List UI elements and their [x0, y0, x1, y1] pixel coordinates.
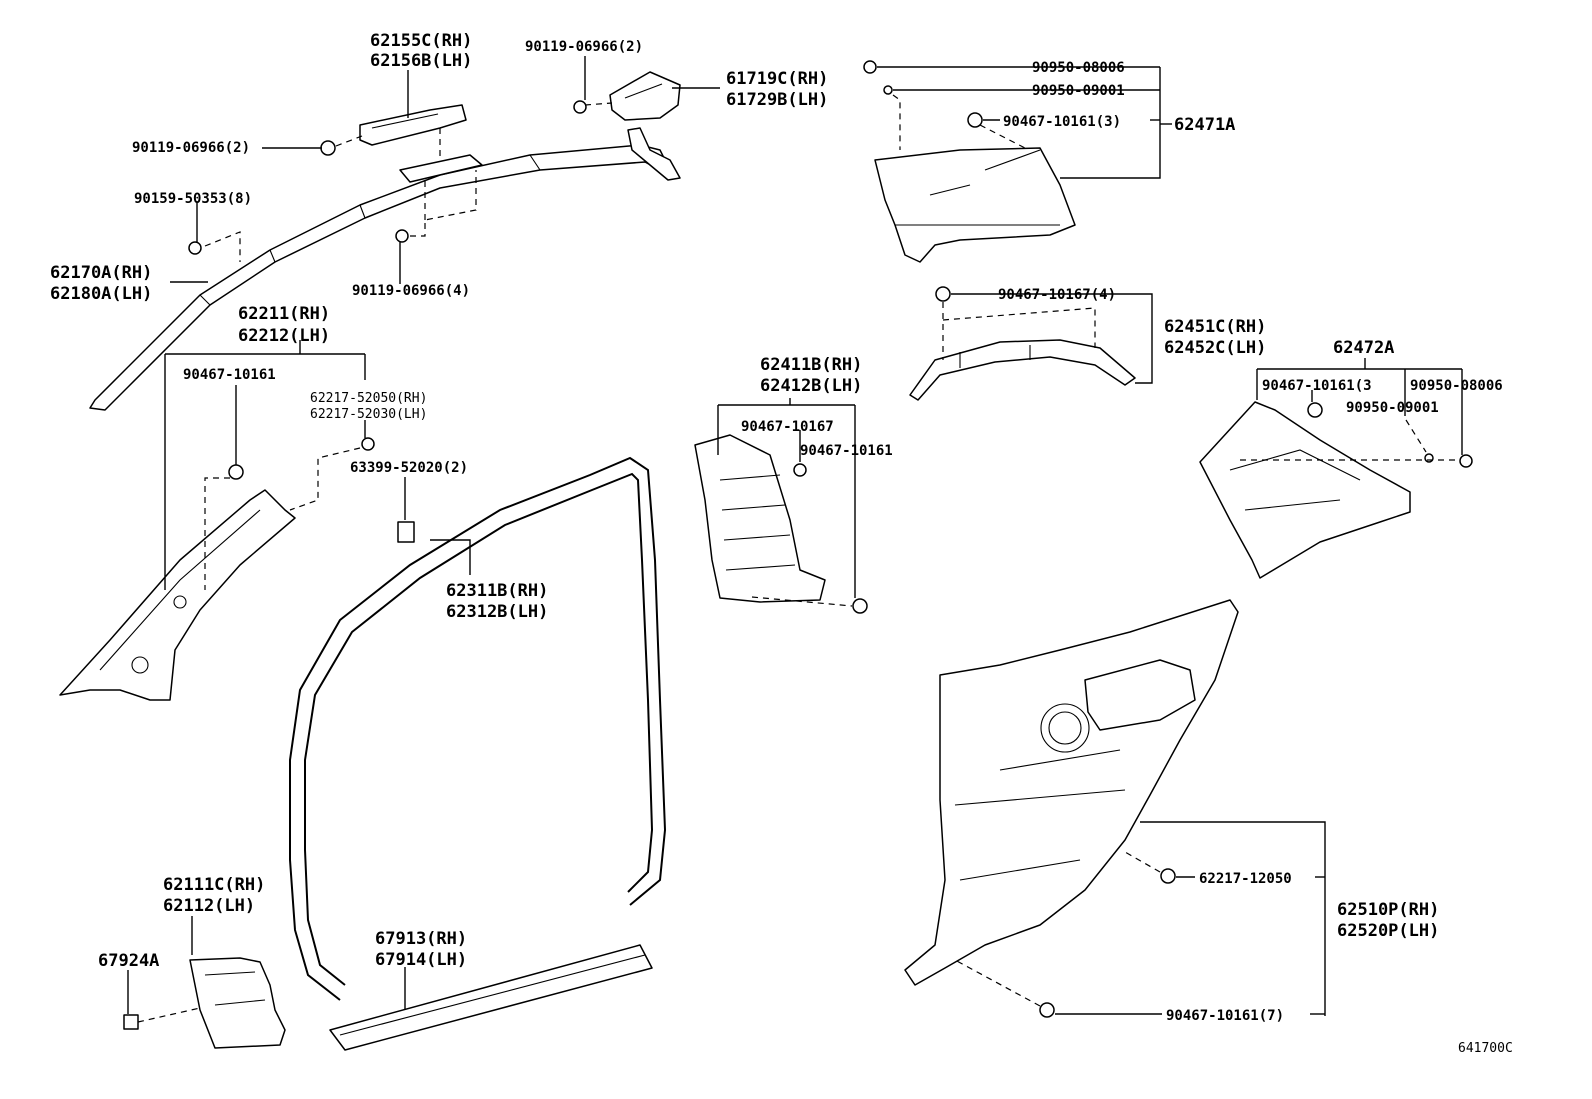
label-62211: 62211(RH): [238, 304, 330, 324]
label-62170: 62170A(RH): [50, 263, 152, 283]
quarter-trim-upper: [874, 147, 1076, 263]
pillar-garnish-62211: [59, 489, 296, 701]
clip-icon: [967, 112, 983, 128]
label-90467-10161-7: 90467-10161(7): [1166, 1008, 1284, 1024]
label-90950-09001-b: 90950-09001: [1346, 400, 1439, 416]
clip-icon: [361, 437, 375, 451]
label-62510: 62510P(RH): [1337, 900, 1439, 920]
label-62112: 62112(LH): [163, 896, 255, 916]
label-62452: 62452C(LH): [1164, 338, 1266, 358]
pillar-trim-62411: [694, 434, 826, 603]
airbag-bracket-upper: [359, 104, 467, 146]
clip-icon: [1160, 868, 1176, 884]
label-90467-10161-3a: 90467-10161(3): [1003, 114, 1121, 130]
label-62472: 62472A: [1333, 338, 1394, 358]
door-weatherstrip: [289, 456, 667, 1001]
label-62217-52030: 62217-52030(LH): [310, 407, 427, 422]
clip-icon: [320, 140, 336, 156]
label-90950-09001-a: 90950-09001: [1032, 83, 1125, 99]
clip-icon: [1424, 453, 1434, 463]
label-90467-10161-3b: 90467-10161(3: [1262, 378, 1372, 394]
label-90950-08006-a: 90950-08006: [1032, 60, 1125, 76]
label-62111: 62111C(RH): [163, 875, 265, 895]
label-63399: 63399-52020(2): [350, 460, 468, 476]
label-62471: 62471A: [1174, 115, 1235, 135]
label-90950-08006-b: 90950-08006: [1410, 378, 1503, 394]
label-62412: 62412B(LH): [760, 376, 862, 396]
label-90467-a: 90467-10161: [183, 367, 276, 383]
label-67913: 67913(RH): [375, 929, 467, 949]
clip-icon: [573, 100, 587, 114]
label-62155: 62155C(RH): [370, 31, 472, 51]
clip-icon: [793, 463, 807, 477]
label-67924: 67924A: [98, 951, 159, 971]
label-62312: 62312B(LH): [446, 602, 548, 622]
clip-icon: [395, 229, 409, 243]
quarter-trim-lower: [904, 599, 1239, 986]
clip-icon: [1307, 402, 1323, 418]
label-90119-a: 90119-06966(2): [525, 39, 643, 55]
label-62217-12050: 62217-12050: [1199, 871, 1292, 887]
label-67914: 67914(LH): [375, 950, 467, 970]
label-62411: 62411B(RH): [760, 355, 862, 375]
clip-67924-icon: [123, 1014, 139, 1030]
label-90119-c: 90119-06966(4): [352, 283, 470, 299]
clip-icon: [852, 598, 868, 614]
label-62451: 62451C(RH): [1164, 317, 1266, 337]
label-61719: 61719C(RH): [726, 69, 828, 89]
label-62180: 62180A(LH): [50, 284, 152, 304]
clip-icon: [935, 286, 951, 302]
label-62156: 62156B(LH): [370, 51, 472, 71]
clip-icon: [228, 464, 244, 480]
label-61729: 61729B(LH): [726, 90, 828, 110]
clip-icon: [1459, 454, 1473, 468]
curtain-airbag-assembly: [89, 127, 681, 411]
label-62217-52050: 62217-52050(RH): [310, 391, 427, 406]
clip-icon: [188, 241, 202, 255]
label-62212: 62212(LH): [238, 326, 330, 346]
label-62520: 62520P(LH): [1337, 921, 1439, 941]
label-90467-10161-b: 90467-10161: [800, 443, 893, 459]
label-90159: 90159-50353(8): [134, 191, 252, 207]
bracket-61719: [609, 71, 681, 121]
label-62311: 62311B(RH): [446, 581, 548, 601]
label-90119-b: 90119-06966(2): [132, 140, 250, 156]
diagram-code: 641700C: [1458, 1041, 1513, 1056]
quarter-trim-62472: [1199, 401, 1411, 579]
clip-icon: [1039, 1002, 1055, 1018]
quarter-trim-strip: [909, 339, 1136, 401]
cowl-side-trim: [189, 957, 286, 1049]
scuff-plate: [329, 944, 653, 1051]
clip-icon: [863, 60, 877, 74]
clip-icon: [883, 85, 893, 95]
label-90467-10167-4: 90467-10167(4): [998, 287, 1116, 303]
label-90467-10167: 90467-10167: [741, 419, 834, 435]
clip-63399-icon: [397, 521, 415, 543]
